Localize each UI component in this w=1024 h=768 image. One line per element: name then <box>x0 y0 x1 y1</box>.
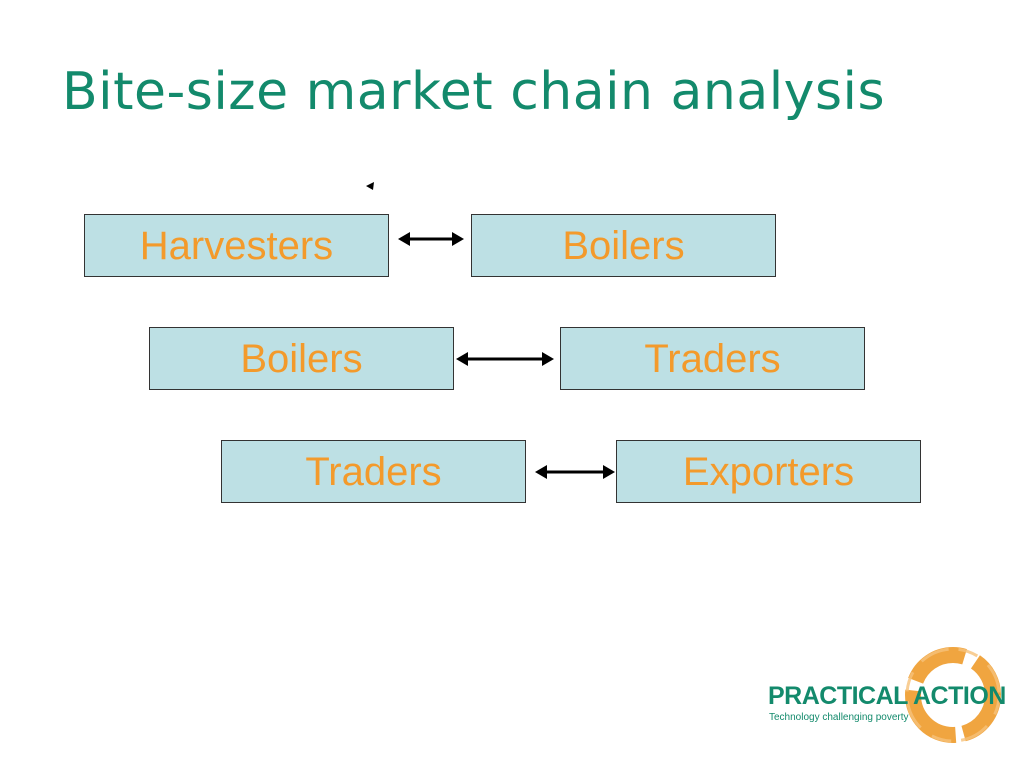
row2-left-box: Boilers <box>149 327 454 390</box>
row2-left-label: Boilers <box>240 336 363 381</box>
row2-right-label: Traders <box>644 336 781 381</box>
row1-double-arrow-icon <box>398 232 464 246</box>
logo-name: PRACTICAL ACTION <box>768 682 1006 710</box>
stray-arrowhead-icon <box>366 182 374 190</box>
row3-double-arrow-icon <box>535 465 615 479</box>
practical-action-logo: PRACTICAL ACTION Technology challenging … <box>760 642 1010 752</box>
row2-double-arrow-icon <box>456 352 554 366</box>
row1-left-box: Harvesters <box>84 214 389 277</box>
row3-right-label: Exporters <box>682 449 855 494</box>
row1-right-label: Boilers <box>562 223 685 268</box>
logo-tagline: Technology challenging poverty <box>769 712 909 723</box>
row1-right-box: Boilers <box>471 214 776 277</box>
row1-left-label: Harvesters <box>139 223 334 268</box>
practical-action-ring-icon <box>905 647 1001 743</box>
row3-left-label: Traders <box>305 449 442 494</box>
slide-title: Bite-size market chain analysis <box>62 62 886 122</box>
row2-right-box: Traders <box>560 327 865 390</box>
row3-right-box: Exporters <box>616 440 921 503</box>
row3-left-box: Traders <box>221 440 526 503</box>
